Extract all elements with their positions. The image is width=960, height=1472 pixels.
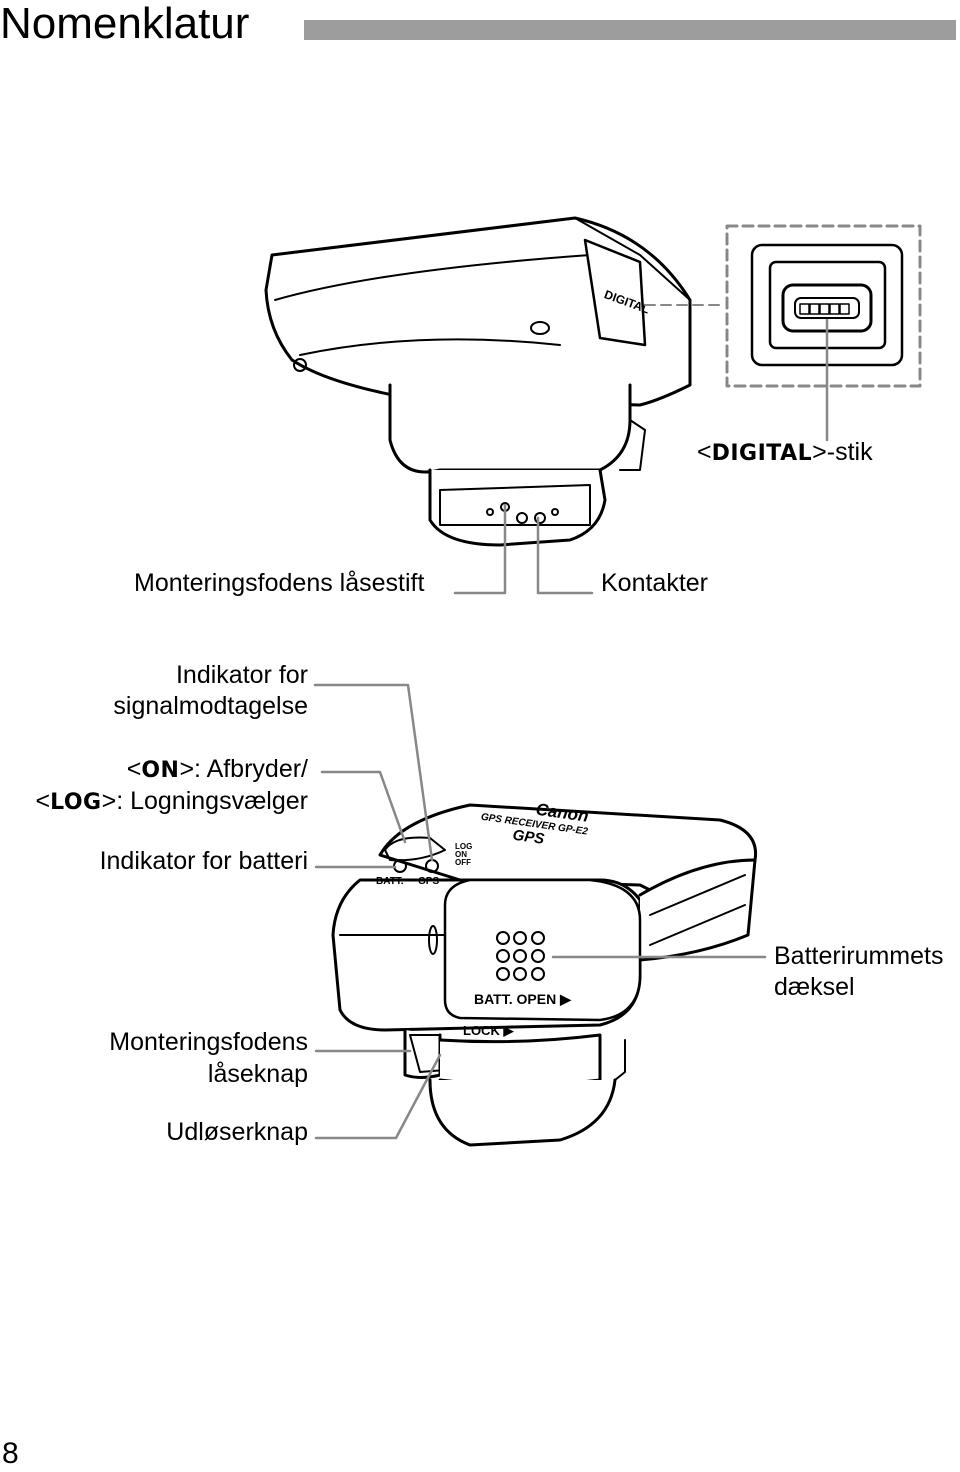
signal-indicator-label-line1: Indikator for bbox=[175, 661, 308, 689]
batt-open-text: BATT. OPEN ▶ bbox=[474, 991, 572, 1007]
batt-text: BATT. bbox=[376, 876, 404, 887]
signal-indicator-label-line2: signalmodtagelse bbox=[113, 692, 308, 720]
device-lettering: Canon GPS RECEIVER GP-E2 GPS LOG ON OFF … bbox=[376, 800, 590, 1038]
lock-pin-label: Monteringsfodens låsestift bbox=[134, 569, 425, 597]
switch-label-line1: <ON>: Afbryder/ bbox=[126, 755, 308, 783]
title-rule bbox=[304, 20, 956, 40]
device-top-view: DIGITAL bbox=[264, 216, 692, 547]
page-number: 8 bbox=[2, 1437, 19, 1470]
switch-log-text: LOG bbox=[455, 842, 472, 851]
lock-button-label-line2: låseknap bbox=[207, 1060, 308, 1088]
release-button-label: Udløserknap bbox=[166, 1118, 308, 1146]
device-bottom-view bbox=[331, 803, 758, 1147]
switch-label-line2: <LOG>: Logningsvælger bbox=[35, 787, 309, 815]
battery-cover-label-line2: dæksel bbox=[774, 973, 855, 1001]
battery-indicator-label: Indikator for batteri bbox=[99, 847, 308, 875]
lock-text: LOCK ▶ bbox=[463, 1023, 514, 1038]
gps-text: GPS bbox=[418, 876, 439, 887]
battery-cover-label-line1: Batterirummets bbox=[774, 942, 944, 970]
switch-on-text: ON bbox=[455, 850, 467, 859]
lock-button-label-line1: Monteringsfodens bbox=[109, 1028, 308, 1056]
contacts-label: Kontakter bbox=[601, 569, 709, 597]
digital-port-inset bbox=[725, 224, 922, 442]
page-title: Nomenklatur bbox=[0, 0, 250, 48]
model-short-text: GPS bbox=[512, 827, 546, 848]
digital-terminal-label: <DIGITAL>-stik bbox=[697, 438, 873, 466]
switch-off-text: OFF bbox=[455, 858, 471, 867]
